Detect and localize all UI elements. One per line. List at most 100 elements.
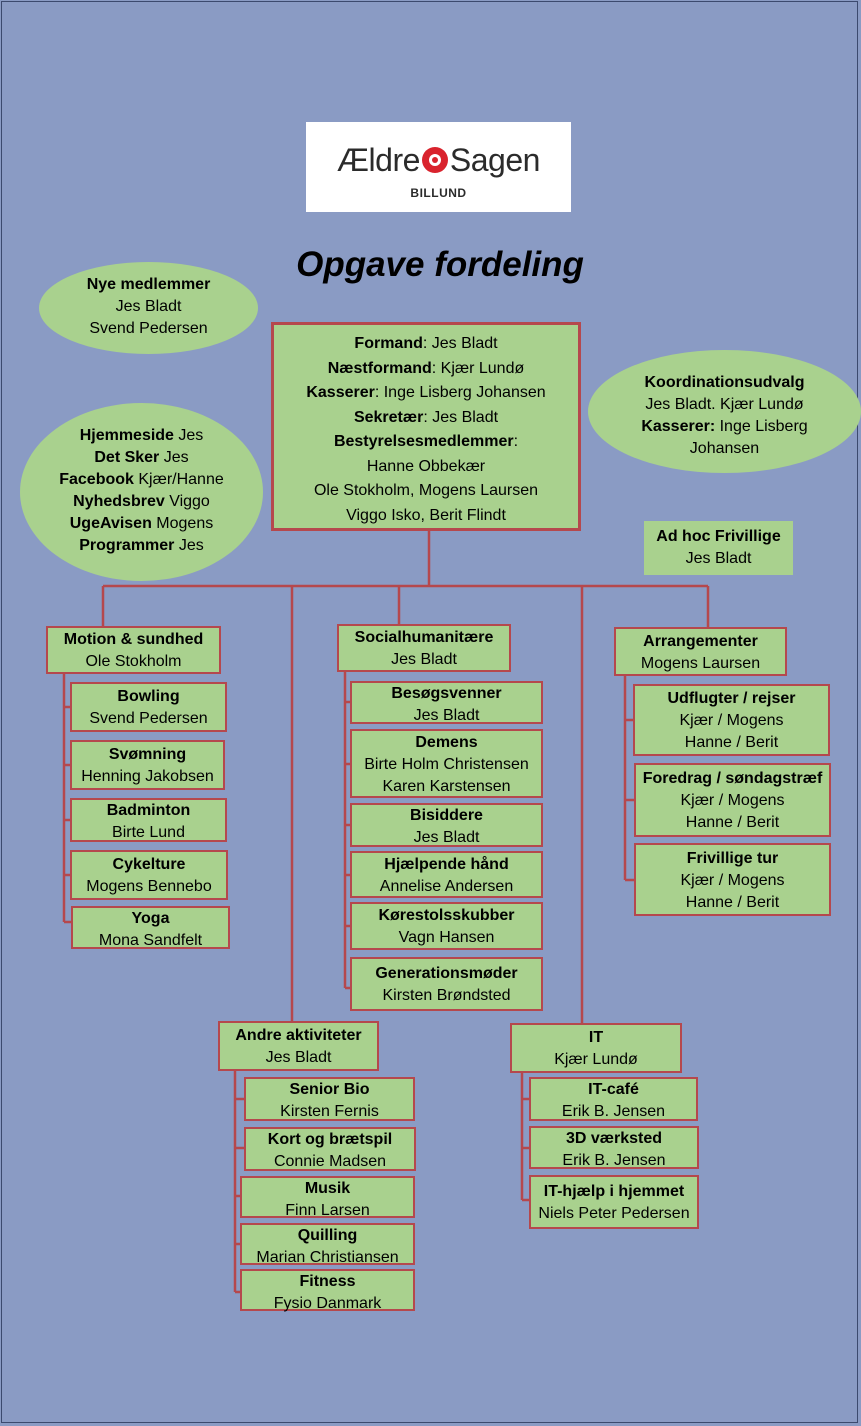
arrangementer-title: Arrangementer [643,633,758,650]
andre-title: Andre aktiviteter [235,1027,362,1044]
it-title: IT [588,1029,604,1046]
item-title: Kørestolsskubber [378,907,515,924]
board-row: Ole Stokholm, Mogens Laursen [313,482,539,499]
item-title: 3D værksted [565,1130,663,1147]
item-title: Quilling [297,1227,358,1244]
arrangementer-box: Arrangementer Mogens Laursen [614,627,787,676]
item-sub: Jes Bladt [413,829,480,846]
item-sub: Marian Christiansen [256,1249,399,1266]
item-sub: Henning Jakobsen [81,768,214,785]
item-title: Bisiddere [410,807,483,824]
item-sub: Kjær / Mogens [680,792,785,809]
nye-medlemmer-title: Nye medlemmer [86,276,211,293]
item-sub: Fysio Danmark [273,1295,382,1312]
board-row: Hanne Obbekær [366,457,486,475]
it-sub: Kjær Lundø [554,1051,638,1068]
item-sub: Finn Larsen [285,1202,370,1219]
item-title: Bowling [117,688,180,705]
item-sub: Birte Holm Christensen [364,756,529,773]
board-row: Bestyrelsesmedlemmer: [333,433,519,450]
item-sub: Erik B. Jensen [562,1152,666,1169]
item-title: Hjælpende hånd [384,856,509,873]
nye-medlemmer-ellipse: Nye medlemmer Jes Bladt Svend Pedersen [39,262,258,354]
item-title: Besøgsvenner [391,685,502,702]
adhoc-box: Ad hoc Frivillige Jes Bladt [644,521,793,575]
item-title: Svømning [108,746,187,763]
social-box: Socialhumanitære Jes Bladt [337,624,511,672]
koordination-line: Jes Bladt. Kjær Lundø [645,396,804,413]
koordination-title: Koordinationsudvalg [644,374,805,391]
motion-title: Motion & sundhed [63,631,204,648]
andre-sub: Jes Bladt [265,1049,332,1066]
logo-city: BILLUND [410,186,467,200]
item-sub: Hanne / Berit [685,814,780,831]
nye-medlemmer-line: Svend Pedersen [89,320,208,337]
nye-medlemmer-line: Jes Bladt [115,298,182,315]
motion-box: Motion & sundhed Ole Stokholm [46,626,221,674]
koordination-line: Johansen [689,440,760,457]
page-title: Opgave fordeling [296,245,584,284]
item-title: IT-hjælp i hjemmet [543,1183,685,1200]
item-sub: Jes Bladt [413,707,480,724]
item-sub: Niels Peter Pedersen [538,1205,690,1222]
logo-text-left: Ældre [337,142,420,178]
koordination-row: Kasserer: Inge Lisberg [641,418,808,435]
item-sub: Birte Lund [112,824,185,841]
item-sub: Kjær / Mogens [680,872,785,889]
item-title: Demens [415,734,478,751]
item-title: Udflugter / rejser [667,690,796,707]
item-title: IT-café [588,1081,639,1098]
item-sub: Kirsten Brøndsted [382,987,511,1004]
item-sub: Mona Sandfelt [98,932,203,949]
adhoc-title: Ad hoc Frivillige [656,528,781,545]
social-title: Socialhumanitære [354,629,494,646]
board-row: Kasserer: Inge Lisberg Johansen [306,384,546,401]
andre-box: Andre aktiviteter Jes Bladt [218,1021,379,1071]
item-title: Fitness [299,1273,356,1290]
item-title: Foredrag / søndagstræf [642,770,823,787]
media-row: Hjemmeside Jes [79,427,204,444]
board-row: Sekretær: Jes Bladt [353,408,499,426]
item-title: Senior Bio [289,1081,370,1098]
item-title: Kort og brætspil [267,1131,393,1148]
adhoc-sub: Jes Bladt [685,550,752,567]
media-row: UgeAvisen Mogens [69,515,214,532]
media-row: Det Sker Jes [94,449,189,466]
item-sub: Vagn Hansen [398,929,495,946]
item-title: Frivillige tur [686,850,779,867]
board-row: Næstformand: Kjær Lundø [327,359,525,377]
item-sub: Erik B. Jensen [561,1103,666,1120]
item-title: Yoga [131,910,170,927]
logo-text-right: Sagen [449,142,541,178]
board-box: Formand: Jes Bladt Næstformand: Kjær Lun… [271,322,581,531]
motion-sub: Ole Stokholm [85,653,182,670]
item-title: Cykelture [112,856,186,873]
media-row: Facebook Kjær/Hanne [59,471,224,488]
item-title: Musik [304,1180,351,1197]
item-title: Badminton [106,802,191,819]
it-box: IT Kjær Lundø [510,1023,682,1073]
item-sub: Karen Karstensen [382,778,511,795]
media-row: Nyhedsbrev Viggo [73,493,210,510]
item-sub: Hanne / Berit [685,894,780,911]
logo-wordmark: Ældre Sagen [306,142,571,179]
